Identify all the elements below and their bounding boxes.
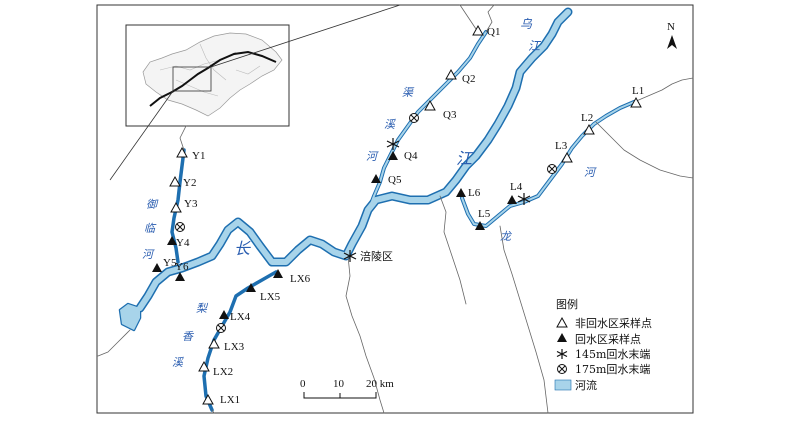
svg-text:175m回水末端: 175m回水末端 <box>575 362 650 376</box>
svg-text:20 km: 20 km <box>366 378 394 390</box>
label-changjiang-1: 长 <box>234 239 251 258</box>
site-LX3: LX3 <box>208 337 245 353</box>
site-LX2: LX2 <box>198 360 233 378</box>
label-wujiang-2: 江 <box>528 39 542 53</box>
svg-text:Q5: Q5 <box>388 174 402 186</box>
site-Y6: Y6 <box>175 261 189 281</box>
site-Y4: Y4 <box>167 236 190 249</box>
site-Q1: Q1 <box>472 24 500 38</box>
site-Y3-175m <box>175 222 185 232</box>
site-Y1: Y1 <box>176 146 205 162</box>
svg-text:LX6: LX6 <box>290 273 311 285</box>
svg-text:非回水区采样点: 非回水区采样点 <box>575 316 652 330</box>
svg-text:145m回水末端: 145m回水末端 <box>575 347 650 361</box>
label-quxi-3: 河 <box>366 150 379 163</box>
river-labels: 长 江 乌 江 渠 溪 河 龙 河 御 临 河 梨 香 溪 <box>142 17 597 369</box>
site-L3-175m <box>547 164 557 174</box>
sampling-sites: Q1 Q2 Q3 Q4 Q5 L1 L2 L3 L4 L5 L6 Y1 Y2 Y… <box>152 24 644 406</box>
site-Y5: Y5 <box>152 257 177 272</box>
label-longhe-2: 河 <box>584 166 597 179</box>
svg-text:10: 10 <box>333 378 345 390</box>
svg-text:Y5: Y5 <box>163 257 177 269</box>
svg-text:Y4: Y4 <box>176 237 190 249</box>
site-LX1: LX1 <box>202 393 240 406</box>
label-lixiang-3: 溪 <box>172 356 184 369</box>
svg-text:回水区采样点: 回水区采样点 <box>575 332 641 346</box>
legend-item-asterisk-icon: 145m回水末端 <box>556 347 650 361</box>
north-arrow-icon: N <box>667 21 677 49</box>
svg-text:LX5: LX5 <box>260 291 281 303</box>
svg-text:河流: 河流 <box>575 378 597 392</box>
label-lixiang-1: 梨 <box>196 302 209 315</box>
site-L1: L1 <box>630 85 644 108</box>
site-Q3-175m <box>409 113 419 123</box>
label-quxi-2: 溪 <box>384 118 396 131</box>
svg-text:LX2: LX2 <box>213 366 233 378</box>
fuling-district-marker: 涪陵区 <box>343 249 393 263</box>
svg-text:Q2: Q2 <box>462 73 475 85</box>
legend-item-circled-x-icon: 175m回水末端 <box>557 362 650 376</box>
legend-item-river-swatch: 河流 <box>554 378 597 392</box>
label-changjiang-2: 江 <box>456 149 474 168</box>
site-Y3: Y3 <box>170 198 198 213</box>
site-Q3: Q3 <box>424 99 457 121</box>
svg-text:Y6: Y6 <box>175 261 189 273</box>
label-longhe-1: 龙 <box>500 230 513 243</box>
label-lixiang-2: 香 <box>182 330 195 343</box>
svg-text:L4: L4 <box>510 181 523 193</box>
inset-leader-line <box>210 4 401 68</box>
svg-text:Q3: Q3 <box>443 109 457 121</box>
svg-text:L6: L6 <box>468 187 481 199</box>
svg-text:L3: L3 <box>555 140 568 152</box>
site-Q2: Q2 <box>445 68 475 85</box>
site-L6: L6 <box>456 187 481 199</box>
svg-text:LX1: LX1 <box>220 394 240 406</box>
svg-text:L1: L1 <box>632 85 644 97</box>
district-label: 涪陵区 <box>360 249 393 263</box>
svg-text:N: N <box>667 21 675 33</box>
site-L4-145m <box>517 193 531 205</box>
svg-text:0: 0 <box>300 378 306 390</box>
site-LX6: LX6 <box>273 269 311 285</box>
legend-item-open-triangle: 非回水区采样点 <box>556 316 652 330</box>
svg-text:Y3: Y3 <box>184 198 198 210</box>
site-L3: L3 <box>555 140 573 163</box>
svg-text:L5: L5 <box>478 208 491 220</box>
svg-text:LX4: LX4 <box>230 311 251 323</box>
svg-text:LX3: LX3 <box>224 341 245 353</box>
site-L2: L2 <box>581 112 595 135</box>
label-quxi-1: 渠 <box>402 86 415 99</box>
site-LX5: LX5 <box>246 283 281 303</box>
site-L5: L5 <box>475 208 491 230</box>
label-yulin-1: 御 <box>146 198 159 211</box>
site-Y2: Y2 <box>169 175 196 189</box>
inset-leader-line <box>109 90 174 181</box>
label-yulin-3: 河 <box>142 248 155 261</box>
site-L4: L4 <box>507 181 523 204</box>
legend-item-filled-triangle: 回水区采样点 <box>557 332 641 346</box>
svg-text:L2: L2 <box>581 112 593 124</box>
svg-text:Y1: Y1 <box>192 150 205 162</box>
legend: 图例 非回水区采样点 回水区采样点 145m回水末端 175m回水末端 河流 <box>554 297 652 392</box>
site-Q4: Q4 <box>388 150 418 162</box>
label-yulin-2: 临 <box>144 222 157 235</box>
inset-map <box>125 24 290 127</box>
site-Q4-145m <box>386 138 400 150</box>
site-LX4-175m <box>216 323 226 333</box>
svg-text:Y2: Y2 <box>183 177 196 189</box>
svg-text:Q1: Q1 <box>487 26 500 38</box>
site-LX4: LX4 <box>219 310 251 323</box>
site-Q5: Q5 <box>371 174 402 186</box>
legend-title: 图例 <box>556 297 578 311</box>
svg-text:Q4: Q4 <box>404 150 418 162</box>
scale-bar: 0 10 20 km <box>300 378 394 399</box>
label-wujiang-1: 乌 <box>520 17 533 31</box>
